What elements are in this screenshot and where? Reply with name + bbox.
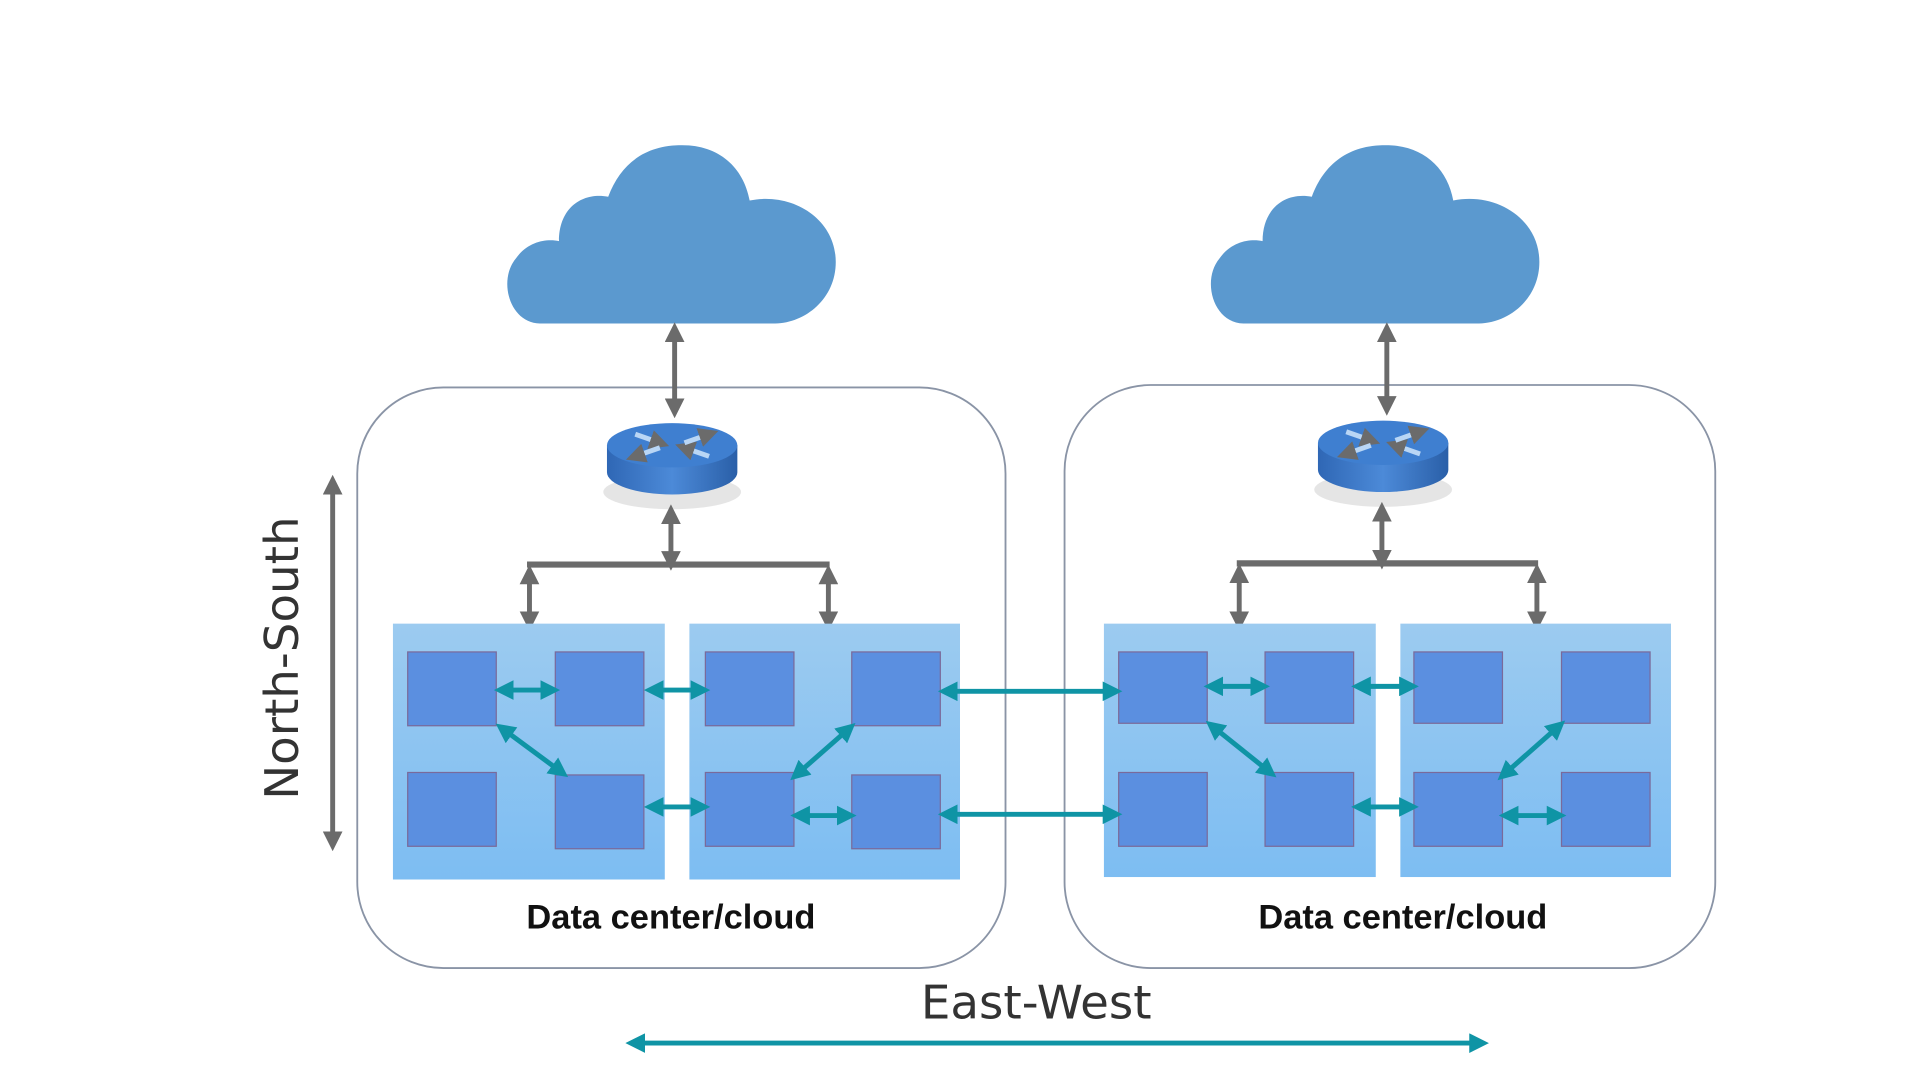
east-west-label: East-West bbox=[921, 976, 1152, 1030]
right-data-center: Data center/cloud bbox=[1063, 145, 1717, 969]
server-node-icon bbox=[554, 774, 645, 850]
server-node-icon bbox=[1560, 771, 1651, 847]
server-node-icon bbox=[851, 651, 941, 727]
cloud-icon bbox=[507, 145, 836, 324]
server-node-icon bbox=[1264, 651, 1355, 724]
router-icon bbox=[1314, 421, 1452, 507]
server-node-icon bbox=[407, 771, 497, 847]
server-node-icon bbox=[1413, 651, 1504, 724]
server-node-icon bbox=[1264, 771, 1355, 847]
server-node-icon bbox=[407, 651, 497, 727]
cloud-icon bbox=[1210, 145, 1540, 324]
data-center-label: Data center/cloud bbox=[526, 899, 815, 937]
north-south-label: North-South bbox=[256, 516, 310, 799]
left-data-center: Data center/cloud bbox=[356, 145, 1007, 969]
server-node-icon bbox=[1118, 651, 1208, 724]
router-icon bbox=[603, 423, 741, 509]
server-node-icon bbox=[554, 651, 645, 727]
data-center-label: Data center/cloud bbox=[1258, 899, 1547, 937]
server-node-icon bbox=[1118, 771, 1208, 847]
server-node-icon bbox=[704, 771, 795, 847]
server-node-icon bbox=[704, 651, 795, 727]
server-node-icon bbox=[1560, 651, 1651, 724]
server-node-icon bbox=[851, 774, 941, 850]
inter-datacenter-links bbox=[937, 681, 1123, 825]
server-node-icon bbox=[1413, 771, 1504, 847]
